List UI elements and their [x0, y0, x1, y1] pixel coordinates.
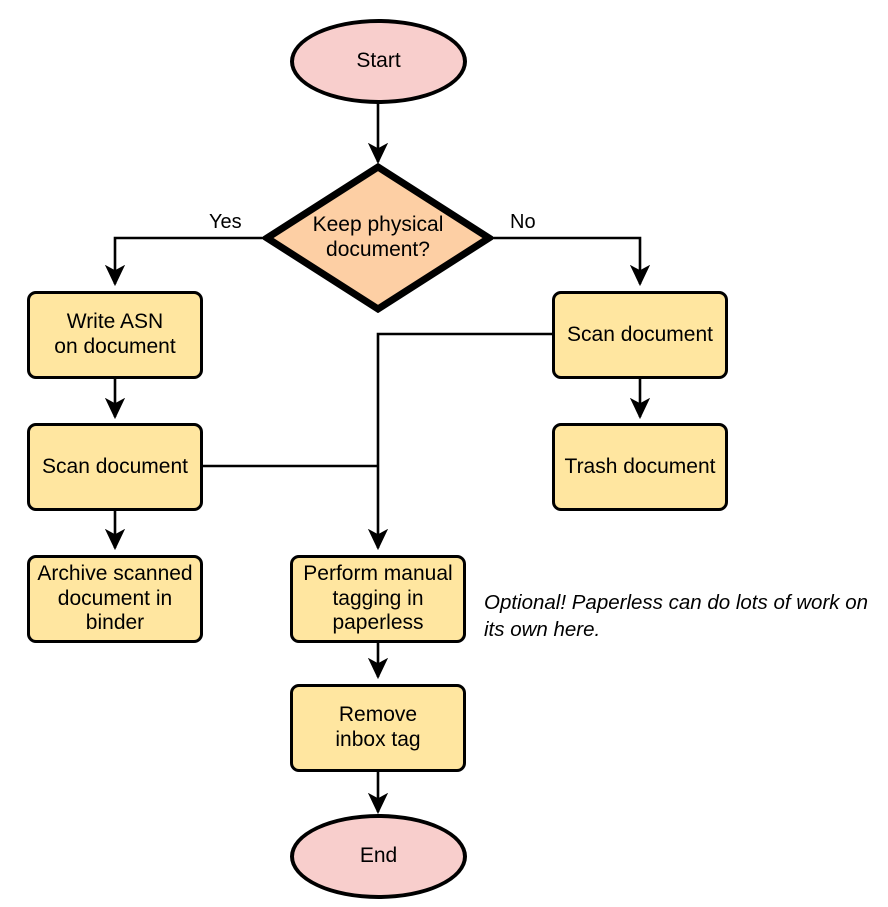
node-start-label: Start [356, 49, 401, 73]
node-start[interactable]: Start [290, 19, 467, 104]
annotation-line-2: its own here. [484, 618, 601, 642]
node-write-asn-on-document[interactable]: Write ASN on document [27, 291, 203, 379]
node-archive-scanned-document[interactable]: Archive scanned document in binder [27, 555, 203, 643]
node-remove-inbox-tag-label: Remove inbox tag [335, 703, 421, 751]
edge-label-yes: Yes [209, 211, 242, 233]
edge-decision-yes-to-write-asn [104, 236, 265, 287]
node-tagging-label: Perform manual tagging in paperless [303, 561, 453, 635]
edge-decision-no-to-scan-right [491, 236, 651, 287]
node-trash-document[interactable]: Trash document [552, 423, 728, 511]
node-archive-label: Archive scanned document in binder [37, 561, 193, 635]
node-remove-inbox-tag[interactable]: Remove inbox tag [290, 684, 466, 772]
edge-label-no: No [510, 211, 536, 233]
node-scan-document-right[interactable]: Scan document [552, 291, 728, 379]
edge-scan-right-to-tagging [367, 332, 552, 551]
annotation-line-1: Optional! Paperless can do lots of work … [484, 591, 869, 614]
node-scan-document-left-label: Scan document [42, 454, 188, 478]
node-keep-physical-document-decision[interactable]: Keep physical document? [263, 163, 493, 313]
node-perform-manual-tagging[interactable]: Perform manual tagging in paperless [290, 555, 466, 643]
diamond-shape [263, 163, 493, 313]
node-write-asn-label: Write ASN on document [54, 310, 176, 358]
node-trash-document-label: Trash document [564, 454, 716, 478]
node-scan-document-left[interactable]: Scan document [27, 423, 203, 511]
annotation-optional-paperless: Optional! Paperless can do lots of work … [484, 589, 884, 643]
node-end-label: End [359, 844, 398, 868]
node-end[interactable]: End [290, 814, 467, 899]
node-decision-label: Keep physical document? [312, 213, 444, 261]
node-scan-document-right-label: Scan document [567, 322, 713, 346]
